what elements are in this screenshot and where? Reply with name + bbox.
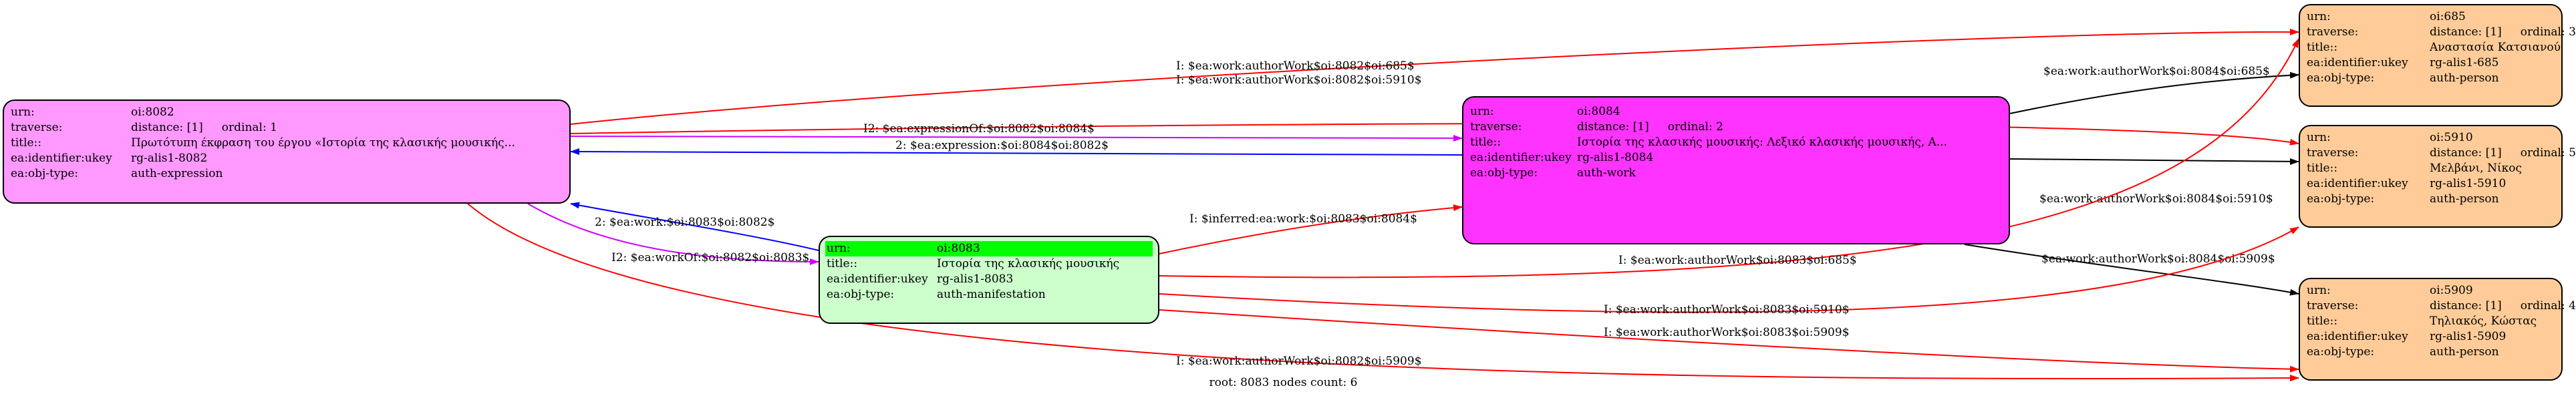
edge-8084-8082: [570, 148, 1463, 156]
node-8082[interactable]: urn:oi:8082 traverse:distance: [1]ordina…: [3, 100, 571, 204]
edge-8084-685: [2009, 71, 2299, 114]
row-title: title::Ιστορία της κλασικής μουσικής: [827, 256, 1151, 272]
node-title: Μελβάνι, Νίκος: [2430, 162, 2523, 175]
edge-8082-5910: [570, 123, 2299, 146]
node-5910[interactable]: urn:oi:5910 traverse:distance: [1]ordina…: [2299, 125, 2576, 228]
edge-label-8082-685: I: $ea:work:authorWork$oi:8082$oi:685$: [1176, 59, 1415, 73]
edge-8083-8082-visible: [570, 202, 819, 251]
node-685[interactable]: urn:oi:685 traverse:distance: [1]ordinal…: [2299, 4, 2576, 107]
edge-label-8083-8082: 2: $ea:work:$oi:8083$oi:8082$: [595, 216, 774, 229]
distance-value: distance: [1]: [1577, 120, 1649, 134]
edge-8083-8084: [1159, 204, 1463, 254]
distance-value: distance: [1]: [2430, 25, 2502, 39]
row-type: ea:obj-type:auth-person: [2307, 192, 2499, 206]
row-title: title::Πρωτότυπη έκφραση του έργου «Ιστο…: [11, 136, 563, 151]
row-urn: urn:oi:5910: [2307, 131, 2473, 144]
row-traverse: traverse:distance: [1]ordinal: 2: [1470, 120, 1723, 134]
edge-8084-5909: [1964, 244, 2299, 296]
row-traverse: traverse:distance: [1]ordinal: 4: [2307, 299, 2576, 313]
edge-label-8082-8083: I2: $ea:workOf:$oi:8082$oi:8083$: [611, 251, 809, 264]
edge-label-8084-8082: 2: $ea:expression:$oi:8084$oi:8082$: [895, 139, 1109, 152]
distance-value: distance: [1]: [2430, 146, 2502, 160]
ordinal-value: ordinal: 5: [2520, 146, 2576, 160]
row-urn: urn:oi:8082: [11, 106, 174, 119]
row-title: title::Ιστορία της κλασικής μουσικής: Λε…: [1470, 135, 2002, 150]
row-traverse: traverse:distance: [1]ordinal: 3: [2307, 25, 2576, 39]
row-traverse: traverse:distance: [1]ordinal: 5: [2307, 146, 2576, 160]
ordinal-value: ordinal: 3: [2520, 25, 2576, 39]
edge-label-8082-8084: I2: $ea:expressionOf:$oi:8082$oi:8084$: [863, 122, 1095, 136]
node-title: Ιστορία της κλασικής μουσικής: [937, 257, 1120, 270]
row-title: title::Αναστασία Κατσιανού: [2307, 41, 2561, 54]
ordinal-value: ordinal: 4: [2520, 299, 2576, 313]
node-title: Πρωτότυπη έκφραση του έργου «Ιστορία της…: [131, 136, 515, 150]
graph-footer: root: 8083 nodes count: 6: [1209, 376, 1358, 389]
edge-label-8084-5910: $ea:work:authorWork$oi:8084$oi:5910$: [2039, 192, 2273, 206]
node-8084[interactable]: urn:oi:8084 traverse:distance: [1]ordina…: [1462, 96, 2010, 244]
ordinal-value: ordinal: 1: [221, 121, 277, 134]
node-title: Ιστορία της κλασικής μουσικής: Λεξικό κλ…: [1577, 136, 1948, 149]
edge-8082-5909: [467, 203, 2299, 382]
edge-8084-5910: [2009, 158, 2299, 165]
node-title: Αναστασία Κατσιανού: [2430, 41, 2561, 54]
row-urn: urn:oi:8084: [1470, 105, 1620, 118]
row-urn: urn:oi:685: [2307, 10, 2466, 23]
edge-label-8082-5910: I: $ea:work:authorWork$oi:8082$oi:5910$: [1176, 73, 1422, 87]
ordinal-value: ordinal: 2: [1667, 120, 1723, 134]
distance-value: distance: [1]: [131, 121, 203, 134]
edge-8082-685: [570, 28, 2299, 125]
edge-8083-5910: [1159, 226, 2299, 313]
node-5909[interactable]: urn:oi:5909 traverse:distance: [1]ordina…: [2299, 278, 2576, 381]
row-type: ea:obj-type:auth-person: [2307, 345, 2499, 359]
node-title: Τηλιακός, Κώστας: [2430, 315, 2537, 328]
edge-8083-5909: [1159, 309, 2299, 373]
row-type: ea:obj-type:auth-expression: [11, 167, 223, 180]
row-type: ea:obj-type:auth-work: [1470, 166, 1636, 180]
row-urn: urn:oi:5909: [2307, 284, 2473, 297]
row-title: title::Τηλιακός, Κώστας: [2307, 314, 2555, 329]
edge-8082-8084: [570, 134, 1463, 142]
edge-label-8083-8084: I: $inferred:ea:work:$oi:8083$oi:8084$: [1189, 212, 1417, 226]
edge-label-8083-685: I: $ea:work:authorWork$oi:8083$oi:685$: [1618, 254, 1857, 267]
edge-label-8084-5909: $ea:work:authorWork$oi:8084$oi:5909$: [2041, 252, 2275, 266]
edge-8082-8083: [527, 203, 819, 265]
edge-label-8083-5909: I: $ea:work:authorWork$oi:8083$oi:5909$: [1604, 326, 1850, 339]
edge-label-8083-5910: I: $ea:work:authorWork$oi:8083$oi:5910$: [1604, 303, 1850, 317]
row-type: ea:obj-type:auth-person: [2307, 71, 2499, 85]
edge-label-8084-685: $ea:work:authorWork$oi:8084$oi:685$: [2043, 65, 2270, 78]
row-type: ea:obj-type:auth-manifestation: [827, 288, 1046, 301]
row-traverse: traverse:distance: [1]ordinal: 1: [11, 121, 277, 134]
edge-label-8082-5909: I: $ea:work:authorWork$oi:8082$oi:5909$: [1176, 355, 1422, 368]
row-urn-highlight: urn:oi:8083: [825, 241, 1153, 256]
node-8083-root[interactable]: urn:oi:8083 title::Ιστορία της κλασικής …: [819, 236, 1159, 324]
row-title: title::Μελβάνι, Νίκος: [2307, 161, 2555, 176]
distance-value: distance: [1]: [2430, 299, 2502, 313]
